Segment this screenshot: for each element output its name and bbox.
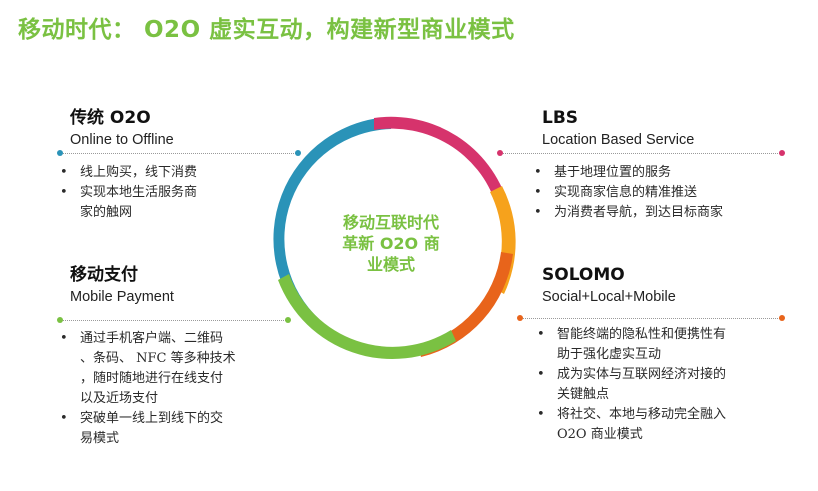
list-item-line: 突破单一线上到线下的交 xyxy=(80,411,224,426)
list-item: • 通过手机客户端、二维码 、条码、 NFC 等多种技术 ，随时随地进行在线支付… xyxy=(58,329,236,409)
list-item-line: O2O 商业模式 xyxy=(557,427,643,442)
list-item: • 实现本地生活服务商 家的触网 xyxy=(58,183,197,223)
list-item-line: 家的触网 xyxy=(80,205,133,220)
list-item-line: 易模式 xyxy=(80,431,120,446)
block-payment-subtitle: Mobile Payment xyxy=(70,289,174,305)
list-item: • 基于地理位置的服务 xyxy=(532,163,723,183)
ring-segment-green xyxy=(278,274,456,360)
list-item-line: 实现商家信息的精准推送 xyxy=(554,185,698,200)
block-o2o-list: • 线上购买，线下消费 • 实现本地生活服务商 家的触网 xyxy=(58,163,197,223)
divider-dot xyxy=(517,315,523,321)
list-item-line: 、条码、 NFC 等多种技术 xyxy=(80,351,236,366)
block-o2o: 传统 O2O Online to Offline xyxy=(70,108,174,149)
ring-segment-teal xyxy=(273,117,391,326)
list-item: • 突破单一线上到线下的交 易模式 xyxy=(58,409,236,449)
list-item-line: 将社交、本地与移动完全融入 xyxy=(557,407,727,422)
o2o-ring-graphic xyxy=(273,116,516,360)
block-o2o-subtitle: Online to Offline xyxy=(70,132,174,148)
block-lbs-subtitle: Location Based Service xyxy=(542,132,695,148)
block-lbs-divider xyxy=(497,150,785,156)
list-item: • 实现商家信息的精准推送 xyxy=(532,183,723,203)
list-item-line: 为消费者导航，到达目标商家 xyxy=(554,205,724,220)
block-payment-list: • 通过手机客户端、二维码 、条码、 NFC 等多种技术 ，随时随地进行在线支付… xyxy=(58,329,236,449)
block-solomo-subtitle: Social+Local+Mobile xyxy=(542,289,676,305)
list-item-line: 以及近场支付 xyxy=(80,391,159,406)
block-lbs: LBS Location Based Service xyxy=(542,108,694,149)
center-caption-line: 移动互联时代 xyxy=(342,213,439,232)
list-item-line: 智能终端的隐私性和便携性有 xyxy=(557,327,727,342)
divider-dot xyxy=(779,315,785,321)
block-solomo: SOLOMO Social+Local+Mobile xyxy=(542,265,676,306)
center-caption-line: 革新 O2O 商 xyxy=(342,234,440,253)
list-item: • 将社交、本地与移动完全融入 O2O 商业模式 xyxy=(535,405,726,445)
list-item: • 智能终端的隐私性和便携性有 助于强化虚实互动 xyxy=(535,325,726,365)
divider-dot xyxy=(57,150,63,156)
center-caption: 移动互联时代 革新 O2O 商 业模式 xyxy=(321,212,461,275)
list-item-line: 实现本地生活服务商 xyxy=(80,185,198,200)
list-item-line: ，随时随地进行在线支付 xyxy=(80,371,224,386)
divider-dot xyxy=(57,317,63,323)
list-item-line: 基于地理位置的服务 xyxy=(554,165,672,180)
list-item-line: 通过手机客户端、二维码 xyxy=(80,331,224,346)
block-solomo-title: SOLOMO xyxy=(542,265,625,285)
block-payment-divider xyxy=(57,317,291,323)
list-item: • 成为实体与互联网经济对接的 关键触点 xyxy=(535,365,726,405)
block-payment: 移动支付 Mobile Payment xyxy=(70,265,174,306)
block-o2o-title: 传统 O2O xyxy=(70,108,151,128)
block-solomo-divider xyxy=(517,315,785,321)
divider-dot xyxy=(779,150,785,156)
block-solomo-list: • 智能终端的隐私性和便携性有 助于强化虚实互动 • 成为实体与互联网经济对接的… xyxy=(535,325,726,445)
block-lbs-title: LBS xyxy=(542,108,579,128)
list-item-line: 线上购买，线下消费 xyxy=(80,165,198,180)
block-payment-title: 移动支付 xyxy=(70,265,138,285)
divider-dot xyxy=(497,150,503,156)
block-lbs-list: • 基于地理位置的服务 • 实现商家信息的精准推送 • 为消费者导航，到达目标商… xyxy=(532,163,723,223)
slide-title: 移动时代： O2O 虚实互动，构建新型商业模式 xyxy=(18,17,515,43)
list-item-line: 关键触点 xyxy=(557,387,610,402)
divider-dot xyxy=(285,317,291,323)
center-caption-line: 业模式 xyxy=(366,255,415,274)
list-item-line: 成为实体与互联网经济对接的 xyxy=(557,367,727,382)
list-item: • 为消费者导航，到达目标商家 xyxy=(532,203,723,223)
ring-segment-pink xyxy=(374,116,508,204)
list-item: • 线上购买，线下消费 xyxy=(58,163,197,183)
divider-dot xyxy=(295,150,301,156)
block-o2o-divider xyxy=(57,150,301,156)
list-item-line: 助于强化虚实互动 xyxy=(557,347,662,362)
